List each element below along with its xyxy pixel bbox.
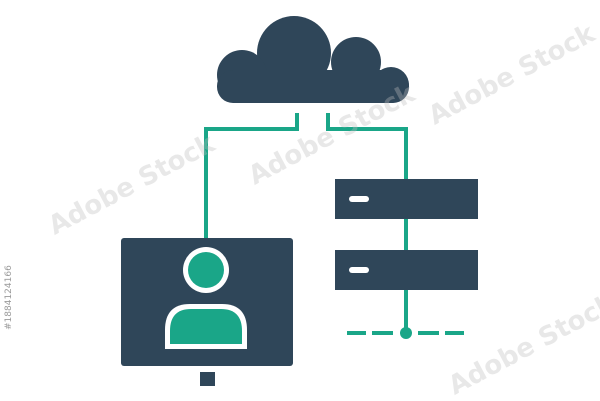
monitor-stand (200, 372, 215, 386)
server-stack-icon (335, 179, 478, 290)
user-avatar-icon (165, 247, 247, 349)
monitor-icon (121, 238, 293, 386)
network-node-icon (400, 327, 412, 339)
server-indicator-icon (349, 267, 369, 273)
cloud-icon (217, 16, 409, 103)
stock-image-id: #1884124166 (4, 265, 14, 330)
network-connector (204, 113, 464, 335)
server-indicator-icon (349, 196, 369, 202)
